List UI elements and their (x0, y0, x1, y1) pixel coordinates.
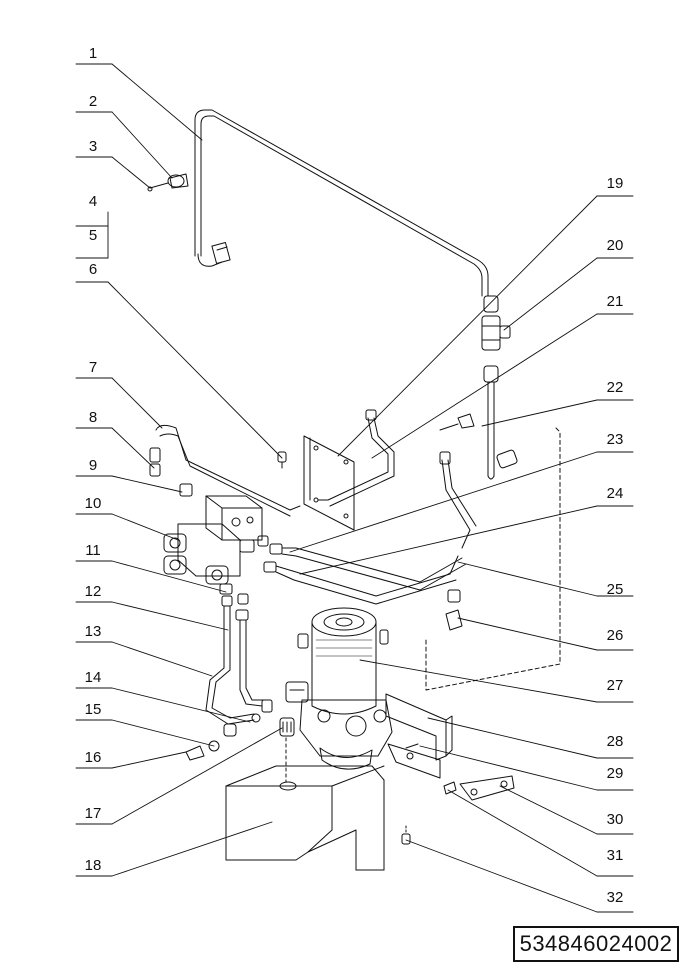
callout-32: 32 (606, 889, 624, 906)
motor-vent-pattern (315, 639, 373, 657)
callout-23: 23 (606, 431, 624, 448)
callout-21: 21 (606, 293, 624, 310)
callout-8: 8 (88, 409, 98, 426)
mounting-bracket (385, 693, 515, 801)
callout-25: 25 (606, 581, 624, 598)
leader-lines-right (289, 195, 634, 913)
callout-7: 7 (88, 359, 98, 376)
pump-body (299, 699, 393, 770)
callout-28: 28 (606, 733, 624, 750)
washer-bolt (185, 740, 220, 761)
callout-15: 15 (84, 701, 102, 718)
lower-tubes (205, 583, 273, 737)
callout-29: 29 (606, 765, 624, 782)
callout-27: 27 (606, 677, 624, 694)
screw-32 (401, 825, 411, 845)
dashed-boundary (425, 427, 561, 691)
callout-30: 30 (606, 811, 624, 828)
callout-22: 22 (606, 379, 624, 396)
callout-24: 24 (606, 485, 624, 502)
hose-7 (149, 424, 301, 517)
pipe-21 (317, 409, 395, 507)
drawing-number: 534846024002 (513, 926, 679, 962)
hose-24 (263, 451, 477, 631)
callout-13: 13 (84, 623, 102, 640)
valve-block (163, 483, 269, 585)
callout-4: 4 (88, 193, 98, 210)
callout-10: 10 (84, 495, 102, 512)
callout-3: 3 (88, 138, 98, 155)
callout-17: 17 (84, 805, 102, 822)
callout-31: 31 (606, 847, 624, 864)
callout-1: 1 (88, 45, 98, 62)
callout-26: 26 (606, 627, 624, 644)
callout-11: 11 (85, 542, 101, 559)
callout-16: 16 (84, 749, 102, 766)
oil-tank (225, 765, 385, 871)
callout-18: 18 (84, 857, 102, 874)
leader-lines-left (75, 63, 283, 877)
return-tube (194, 109, 489, 297)
callout-14: 14 (84, 669, 102, 686)
callout-20: 20 (606, 237, 624, 254)
filler-cap (279, 717, 297, 791)
callout-5: 5 (88, 227, 98, 244)
callout-19: 19 (606, 175, 624, 192)
callout-9: 9 (88, 457, 98, 474)
callout-2: 2 (88, 93, 98, 110)
callout-12: 12 (84, 583, 102, 600)
tube-clamp (147, 173, 189, 192)
callout-6: 6 (88, 261, 98, 278)
electric-motor (285, 607, 389, 715)
tee-fitting-assembly (439, 295, 518, 480)
